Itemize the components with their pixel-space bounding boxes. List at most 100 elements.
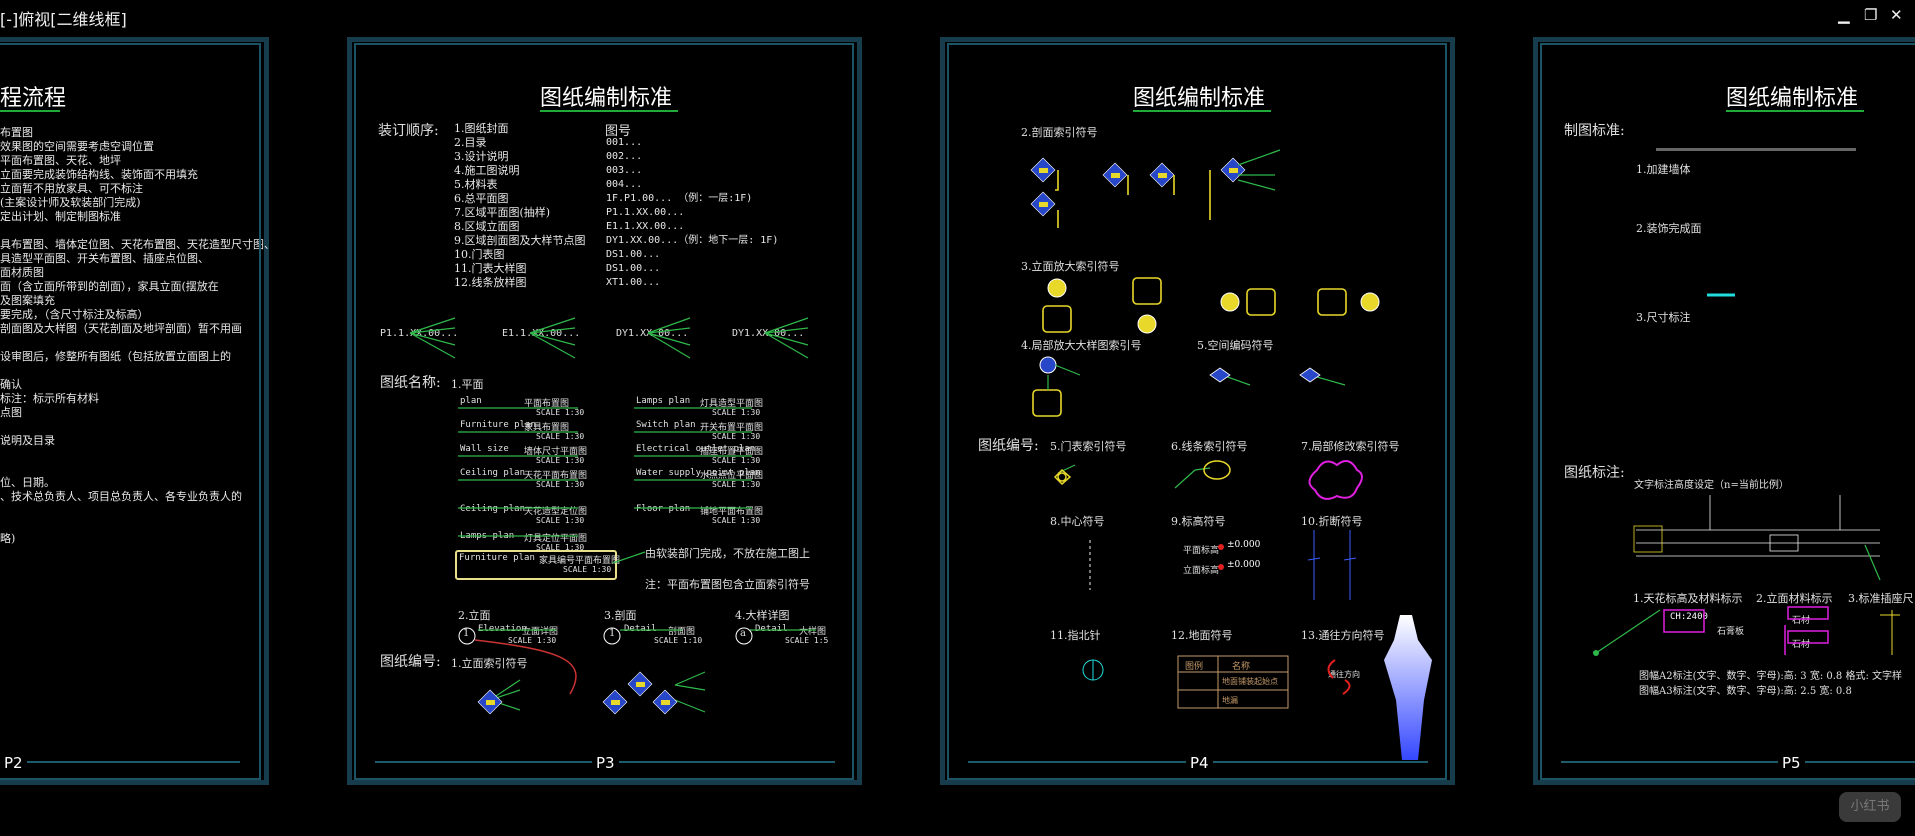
list-item: 4.施工图说明 [454, 164, 520, 177]
list-item: 确认 [0, 378, 22, 391]
ch-value: CH:2400 [1670, 612, 1708, 622]
minimize-icon[interactable]: ▁ [1838, 6, 1850, 24]
plan-scale: SCALE 1:30 [536, 480, 585, 489]
name-label: 图纸名称: [380, 375, 441, 391]
list-item: (主案设计师及软装部门完成) [0, 196, 141, 209]
p4-sec5: 5.空间编码符号 [1197, 339, 1274, 352]
list-item: 8.区域立面图 [454, 220, 520, 233]
list-item [0, 336, 275, 350]
p4-number-label: 图纸编号: [978, 438, 1039, 454]
title-underline [0, 110, 60, 112]
ground-table-header: 名称 [1232, 662, 1251, 672]
p5-note: 图幅A3标注(文字、数字、字母):高: 2.5 宽: 0.8 [1639, 686, 1852, 697]
sheet-p3[interactable] [347, 37, 862, 785]
list-item: 布置图 [0, 126, 33, 139]
plan-scale: SCALE 1:30 [536, 408, 585, 417]
p5-bottom-item: 3.标准插座尺 [1848, 592, 1914, 605]
plan-en: Ceiling plan [460, 504, 526, 514]
material-label: 石材 [1792, 616, 1811, 626]
p4-row1-2: 7.局部修改索引符号 [1301, 440, 1400, 453]
sheet-bottom-line [1561, 761, 1915, 763]
list-item [0, 364, 275, 378]
code-list: 001...002...003...004...1F.P1.00... （例：一… [606, 136, 778, 290]
sheet-p5[interactable] [1533, 37, 1915, 785]
page-number-p3: P3 [592, 754, 619, 772]
sheet-p5-title: 图纸编制标准 [1726, 86, 1859, 111]
plan-en: Lamps plan [460, 531, 515, 541]
plan-scale: SCALE 1:30 [712, 480, 761, 489]
note-plan: 注：平面布置图包含立面索引符号 [645, 578, 810, 591]
watermark-logo: 小红书 [1839, 792, 1901, 822]
list-item: 1.图纸封面 [454, 122, 509, 135]
p4-row2-1: 9.标高符号 [1171, 515, 1226, 528]
ground-table-row: 地面铺装起始点 [1222, 677, 1278, 686]
list-item: 要完成，（含尺寸标注及标高） [0, 308, 149, 321]
list-item: 002... [606, 151, 643, 162]
close-icon[interactable]: ✕ [1890, 6, 1903, 24]
p5-annot-sub: 文字标注高度设定（n=当前比例） [1634, 480, 1789, 491]
list-item: 剖面图及大样图（天花剖面及地坪剖面）暂不用画 [0, 322, 242, 335]
section-en: Detail [624, 624, 657, 634]
sheet-p2[interactable] [0, 37, 269, 785]
p5-annot-label: 图纸标注: [1564, 465, 1625, 481]
list-item: 9.区域剖面图及大样节点图 [454, 234, 586, 247]
p4-row1-1: 6.线条索引符号 [1171, 440, 1248, 453]
list-item: P1.1.XX.00... [606, 207, 685, 218]
elev-value-wall: ±0.000 [1227, 560, 1261, 570]
elev-label-plan: 平面标高 [1183, 546, 1220, 556]
sheet-bottom-line [0, 761, 240, 763]
list-item: 定出计划、制定制图标准 [0, 210, 121, 223]
code-sample: P1.1.XX.00... [380, 328, 459, 339]
list-item: DS1.00... [606, 263, 661, 274]
ground-table-header: 图例 [1185, 662, 1204, 672]
restore-icon[interactable]: ❐ [1864, 6, 1878, 24]
title-underline [1726, 110, 1864, 112]
list-item: 效果图的空间需要考虑空调位置 [0, 140, 154, 153]
p5-item: 3.尺寸标注 [1636, 311, 1691, 324]
page-number-p4: P4 [1186, 754, 1213, 772]
list-item: DS1.00... [606, 249, 661, 260]
list-item [0, 462, 275, 476]
plan-en: Ceiling plan [460, 468, 526, 478]
section-en: Detail [755, 624, 788, 634]
section-title: 4.大样详图 [735, 609, 790, 622]
list-item: 、技术总负责人、项目总负责人、各专业负责人的 [0, 490, 242, 503]
plan-scale: SCALE 1:30 [712, 432, 761, 441]
plan-scale: SCALE 1:30 [536, 432, 585, 441]
title-underline [540, 110, 678, 112]
sheet-p4[interactable] [940, 37, 1455, 785]
list-item: 点图 [0, 406, 22, 419]
p4-row3-0: 11.指北针 [1050, 629, 1101, 642]
p5-bottom-item: 1.天花标高及材料标示 [1633, 592, 1743, 605]
elev-value-plan: ±0.000 [1227, 540, 1261, 550]
list-item: 平面布置图、天花、地坪 [0, 154, 121, 167]
section-mark: 1 [609, 628, 616, 639]
section-mark: a [740, 628, 746, 639]
list-item [0, 448, 275, 462]
plan-scale: SCALE 1:30 [536, 456, 585, 465]
page-number-p5: P5 [1778, 754, 1805, 772]
title-underline [1133, 110, 1271, 112]
plan-scale: SCALE 1:30 [536, 516, 585, 525]
list-item: 标注：标示所有材料 [0, 392, 99, 405]
number-label: 图纸编号: [380, 654, 441, 670]
p5-item: 2.装饰完成面 [1636, 222, 1702, 235]
list-item [0, 504, 275, 518]
viewport-label[interactable]: [-]俯视[二维线框] [0, 10, 127, 29]
list-item: 6.总平面图 [454, 192, 509, 205]
list-item: 具造型平面图、开关布置图、插座点位图、 [0, 252, 209, 265]
list-item: 及图案填充 [0, 294, 55, 307]
p4-row1-0: 5.门表索引符号 [1050, 440, 1127, 453]
code-sample: E1.1.XX.00... [502, 328, 581, 339]
p4-row2-2: 10.折断符号 [1301, 515, 1363, 528]
list-item: 004... [606, 179, 643, 190]
order-label: 装订顺序: [378, 123, 439, 139]
list-item: 2.目录 [454, 136, 487, 149]
list-item: DY1.XX.00...（例：地下一层: 1F) [606, 235, 779, 246]
plan-en: Lamps plan [636, 396, 691, 406]
list-item: 立面暂不用放家具、可不标注 [0, 182, 143, 195]
list-item: 7.区域平面图(抽样) [454, 206, 551, 219]
p4-row2-0: 8.中心符号 [1050, 515, 1105, 528]
highlight-plan-scale: SCALE 1:30 [563, 565, 612, 574]
